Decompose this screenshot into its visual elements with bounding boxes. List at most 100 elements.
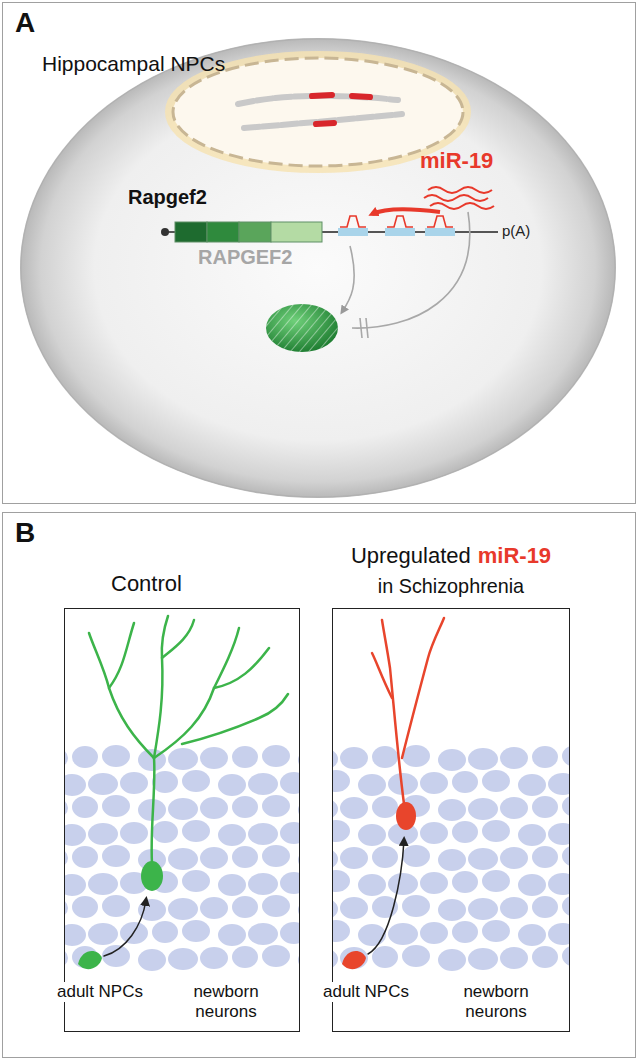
granule-cell xyxy=(280,772,299,794)
art-ellipse xyxy=(396,802,416,830)
granule-cell xyxy=(388,873,418,895)
granule-cell xyxy=(500,747,528,769)
granule-cell xyxy=(218,774,246,796)
panel-letter: A xyxy=(15,7,35,39)
art-rect xyxy=(175,222,207,242)
granule-cell xyxy=(298,749,299,771)
granule-cell xyxy=(402,745,430,767)
granule-cell xyxy=(232,746,258,768)
granule-cell xyxy=(468,848,498,870)
granule-cell xyxy=(200,947,228,969)
granule-cell xyxy=(168,748,198,770)
schizophrenia-neuron xyxy=(342,618,444,969)
granule-cell xyxy=(333,748,338,770)
art-path xyxy=(162,620,194,658)
cell-body xyxy=(20,38,616,498)
granule-cell xyxy=(333,798,338,820)
granule-cell xyxy=(562,745,569,767)
cell-outline xyxy=(20,38,616,498)
granule-cell xyxy=(200,747,228,769)
granule-cell xyxy=(298,949,299,971)
granule-cell xyxy=(438,799,466,821)
granule-cell xyxy=(518,874,546,896)
granule-cell xyxy=(72,846,98,868)
control-neuron xyxy=(78,616,288,969)
art-path xyxy=(89,633,154,758)
inhibition-bar xyxy=(360,318,362,338)
art-path xyxy=(340,216,366,227)
granule-cell xyxy=(65,747,68,769)
granule-cell xyxy=(88,873,118,895)
granule-cell xyxy=(532,796,558,818)
granule-cell xyxy=(518,924,546,946)
granule-cell xyxy=(482,820,510,842)
granule-cell xyxy=(358,924,386,946)
granule-cell xyxy=(562,795,569,817)
granule-cell xyxy=(340,897,368,919)
granule-cell xyxy=(152,771,178,793)
granule-cell xyxy=(120,772,148,794)
granule-cell xyxy=(532,746,558,768)
granule-cell xyxy=(248,923,278,945)
cell-membrane xyxy=(21,39,615,497)
art-path xyxy=(182,694,288,744)
condition-box: Control xyxy=(64,608,300,1032)
granule-cell xyxy=(65,774,86,796)
granule-cell xyxy=(200,847,228,869)
granule-cell xyxy=(232,846,258,868)
art-path xyxy=(428,187,492,193)
condition-heading: UpregulatedmiR-19in Schizophrenia xyxy=(333,541,569,601)
granule-cell-layer xyxy=(333,745,569,971)
granule-cell xyxy=(468,798,498,820)
granule-cell xyxy=(452,921,478,943)
art-path xyxy=(382,620,404,804)
granule-cell xyxy=(438,949,466,971)
granule-cell xyxy=(420,872,448,894)
art-rect xyxy=(385,228,415,236)
art-path xyxy=(342,951,366,969)
granule-cell xyxy=(65,924,86,946)
granule-cell xyxy=(232,896,258,918)
protein-hatch xyxy=(266,304,338,352)
art-path xyxy=(78,951,102,969)
granule-cell xyxy=(88,773,118,795)
granule-cell xyxy=(218,924,246,946)
granule-cell xyxy=(340,797,368,819)
granule-cell xyxy=(65,824,86,846)
granule-cell xyxy=(438,749,466,771)
art-path xyxy=(154,628,239,758)
granule-cell xyxy=(548,823,569,845)
polya-label: p(A) xyxy=(502,222,530,239)
granule-cell xyxy=(182,820,210,842)
granule-cell xyxy=(280,822,299,844)
granule-cell xyxy=(482,770,510,792)
mir19-strands xyxy=(424,187,494,209)
panel-frame: AHippocampal NPCs xyxy=(2,2,636,504)
granule-cell xyxy=(182,770,210,792)
granule-cell xyxy=(420,772,448,794)
granule-cell xyxy=(65,947,68,969)
granule-cell xyxy=(168,798,198,820)
art-path xyxy=(214,648,269,688)
granule-cell xyxy=(333,920,350,942)
granule-cell xyxy=(420,822,448,844)
targeting-arrow xyxy=(372,209,440,214)
granule-cell xyxy=(500,947,528,969)
granule-cell xyxy=(280,872,299,894)
cell-type-label: adult NPCs xyxy=(57,982,143,1002)
art-path xyxy=(244,114,402,128)
condition-title: miR-19 xyxy=(478,543,551,568)
art-path xyxy=(427,216,453,227)
mirna-label: miR-19 xyxy=(420,148,493,174)
granule-cell xyxy=(333,948,338,970)
granule-cell xyxy=(438,849,466,871)
cell-type-label: adult NPCs xyxy=(323,982,409,1002)
granule-cell-layer xyxy=(65,745,299,971)
art-path xyxy=(402,618,444,758)
granule-cell xyxy=(248,873,278,895)
granule-cell xyxy=(532,946,558,968)
granule-cell xyxy=(420,922,448,944)
art-path xyxy=(368,840,404,954)
granule-cell xyxy=(468,898,498,920)
granule-cell xyxy=(298,799,299,821)
